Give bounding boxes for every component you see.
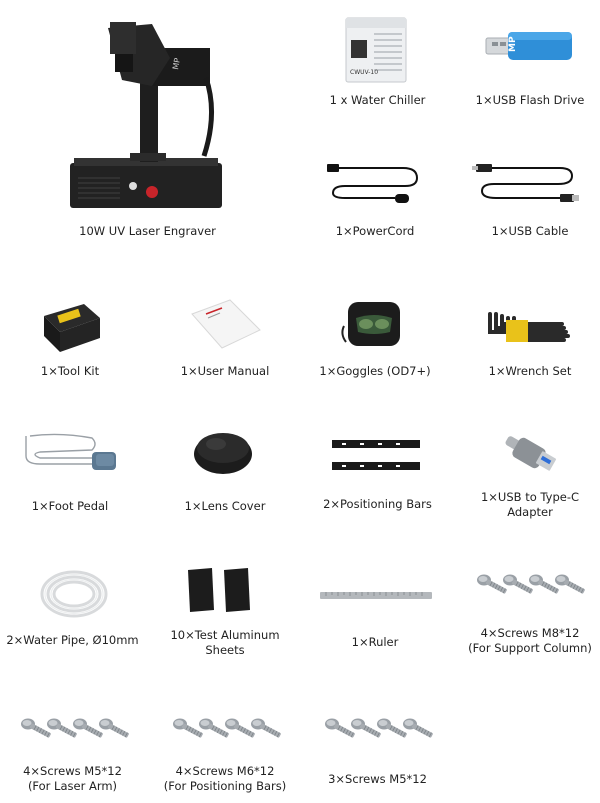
svg-text:MP: MP <box>508 36 518 52</box>
laser-engraver-icon: MP <box>70 22 222 208</box>
ruler-icon <box>320 592 432 599</box>
usb-cable-icon <box>472 164 579 202</box>
positioning-bars-icon <box>332 440 420 470</box>
usb-cable-label: 1×USB Cable <box>491 224 569 238</box>
chiller-model-text: CWUV-10 <box>350 69 378 76</box>
power-cord-label: 1×PowerCord <box>335 224 415 238</box>
water-chiller-icon: CWUV-10 <box>345 17 407 83</box>
user-manual-icon <box>191 299 261 349</box>
usb-adapter-label-line2: Adapter <box>507 505 553 519</box>
foot-pedal-icon <box>25 433 116 470</box>
screws-m5-arm-icon <box>20 718 130 739</box>
screws-m6-label-line2: (For Positioning Bars) <box>163 779 287 793</box>
water-pipe-icon <box>40 570 108 618</box>
lens-cover-icon <box>194 433 252 474</box>
screws-m8-label-line2: (For Support Column) <box>468 641 592 655</box>
screws-m5-arm-label-line1: 4×Screws M5*12 <box>23 764 122 778</box>
screws-m5-arm-label-line2: (For Laser Arm) <box>27 779 118 793</box>
engraver-brand-text: MP <box>171 57 182 70</box>
goggles-label: 1×Goggles (OD7+) <box>319 364 431 378</box>
power-cord-icon <box>327 164 419 203</box>
screws-m5-label: 3×Screws M5*12 <box>328 772 427 786</box>
chiller-label: 1 x Water Chiller <box>329 93 426 107</box>
screws-m8-label-line1: 4×Screws M8*12 <box>480 626 580 640</box>
user-manual-label: 1×User Manual <box>180 364 270 378</box>
usb-adapter-label-line1: 1×USB to Type-C <box>480 490 579 504</box>
screws-m6-label-line1: 4×Screws M6*12 <box>175 764 275 778</box>
usb-flash-drive-icon: MP <box>485 32 572 60</box>
aluminum-sheets-label-line2: Sheets <box>205 643 245 657</box>
lens-cover-label: 1×Lens Cover <box>184 499 266 513</box>
water-pipe-label: 2×Water Pipe, Ø10mm <box>6 633 139 647</box>
screws-m8-icon <box>476 574 586 595</box>
test-aluminum-sheets-icon <box>188 568 250 612</box>
ruler-label: 1×Ruler <box>351 635 399 649</box>
positioning-bars-label: 2×Positioning Bars <box>323 497 432 511</box>
foot-pedal-label: 1×Foot Pedal <box>31 499 109 513</box>
tool-kit-icon <box>44 304 100 352</box>
screws-m6-icon <box>172 718 282 739</box>
screws-m5-icon <box>324 718 434 739</box>
wrench-set-label: 1×Wrench Set <box>488 364 572 378</box>
goggles-icon <box>341 302 400 346</box>
aluminum-sheets-label-line1: 10×Test Aluminum <box>170 628 280 642</box>
engraver-label: 10W UV Laser Engraver <box>79 224 216 238</box>
tool-kit-label: 1×Tool Kit <box>40 364 100 378</box>
wrench-set-icon <box>488 312 570 342</box>
usb-to-type-c-adapter-icon <box>505 436 557 471</box>
usb-drive-label: 1×USB Flash Drive <box>475 93 585 107</box>
